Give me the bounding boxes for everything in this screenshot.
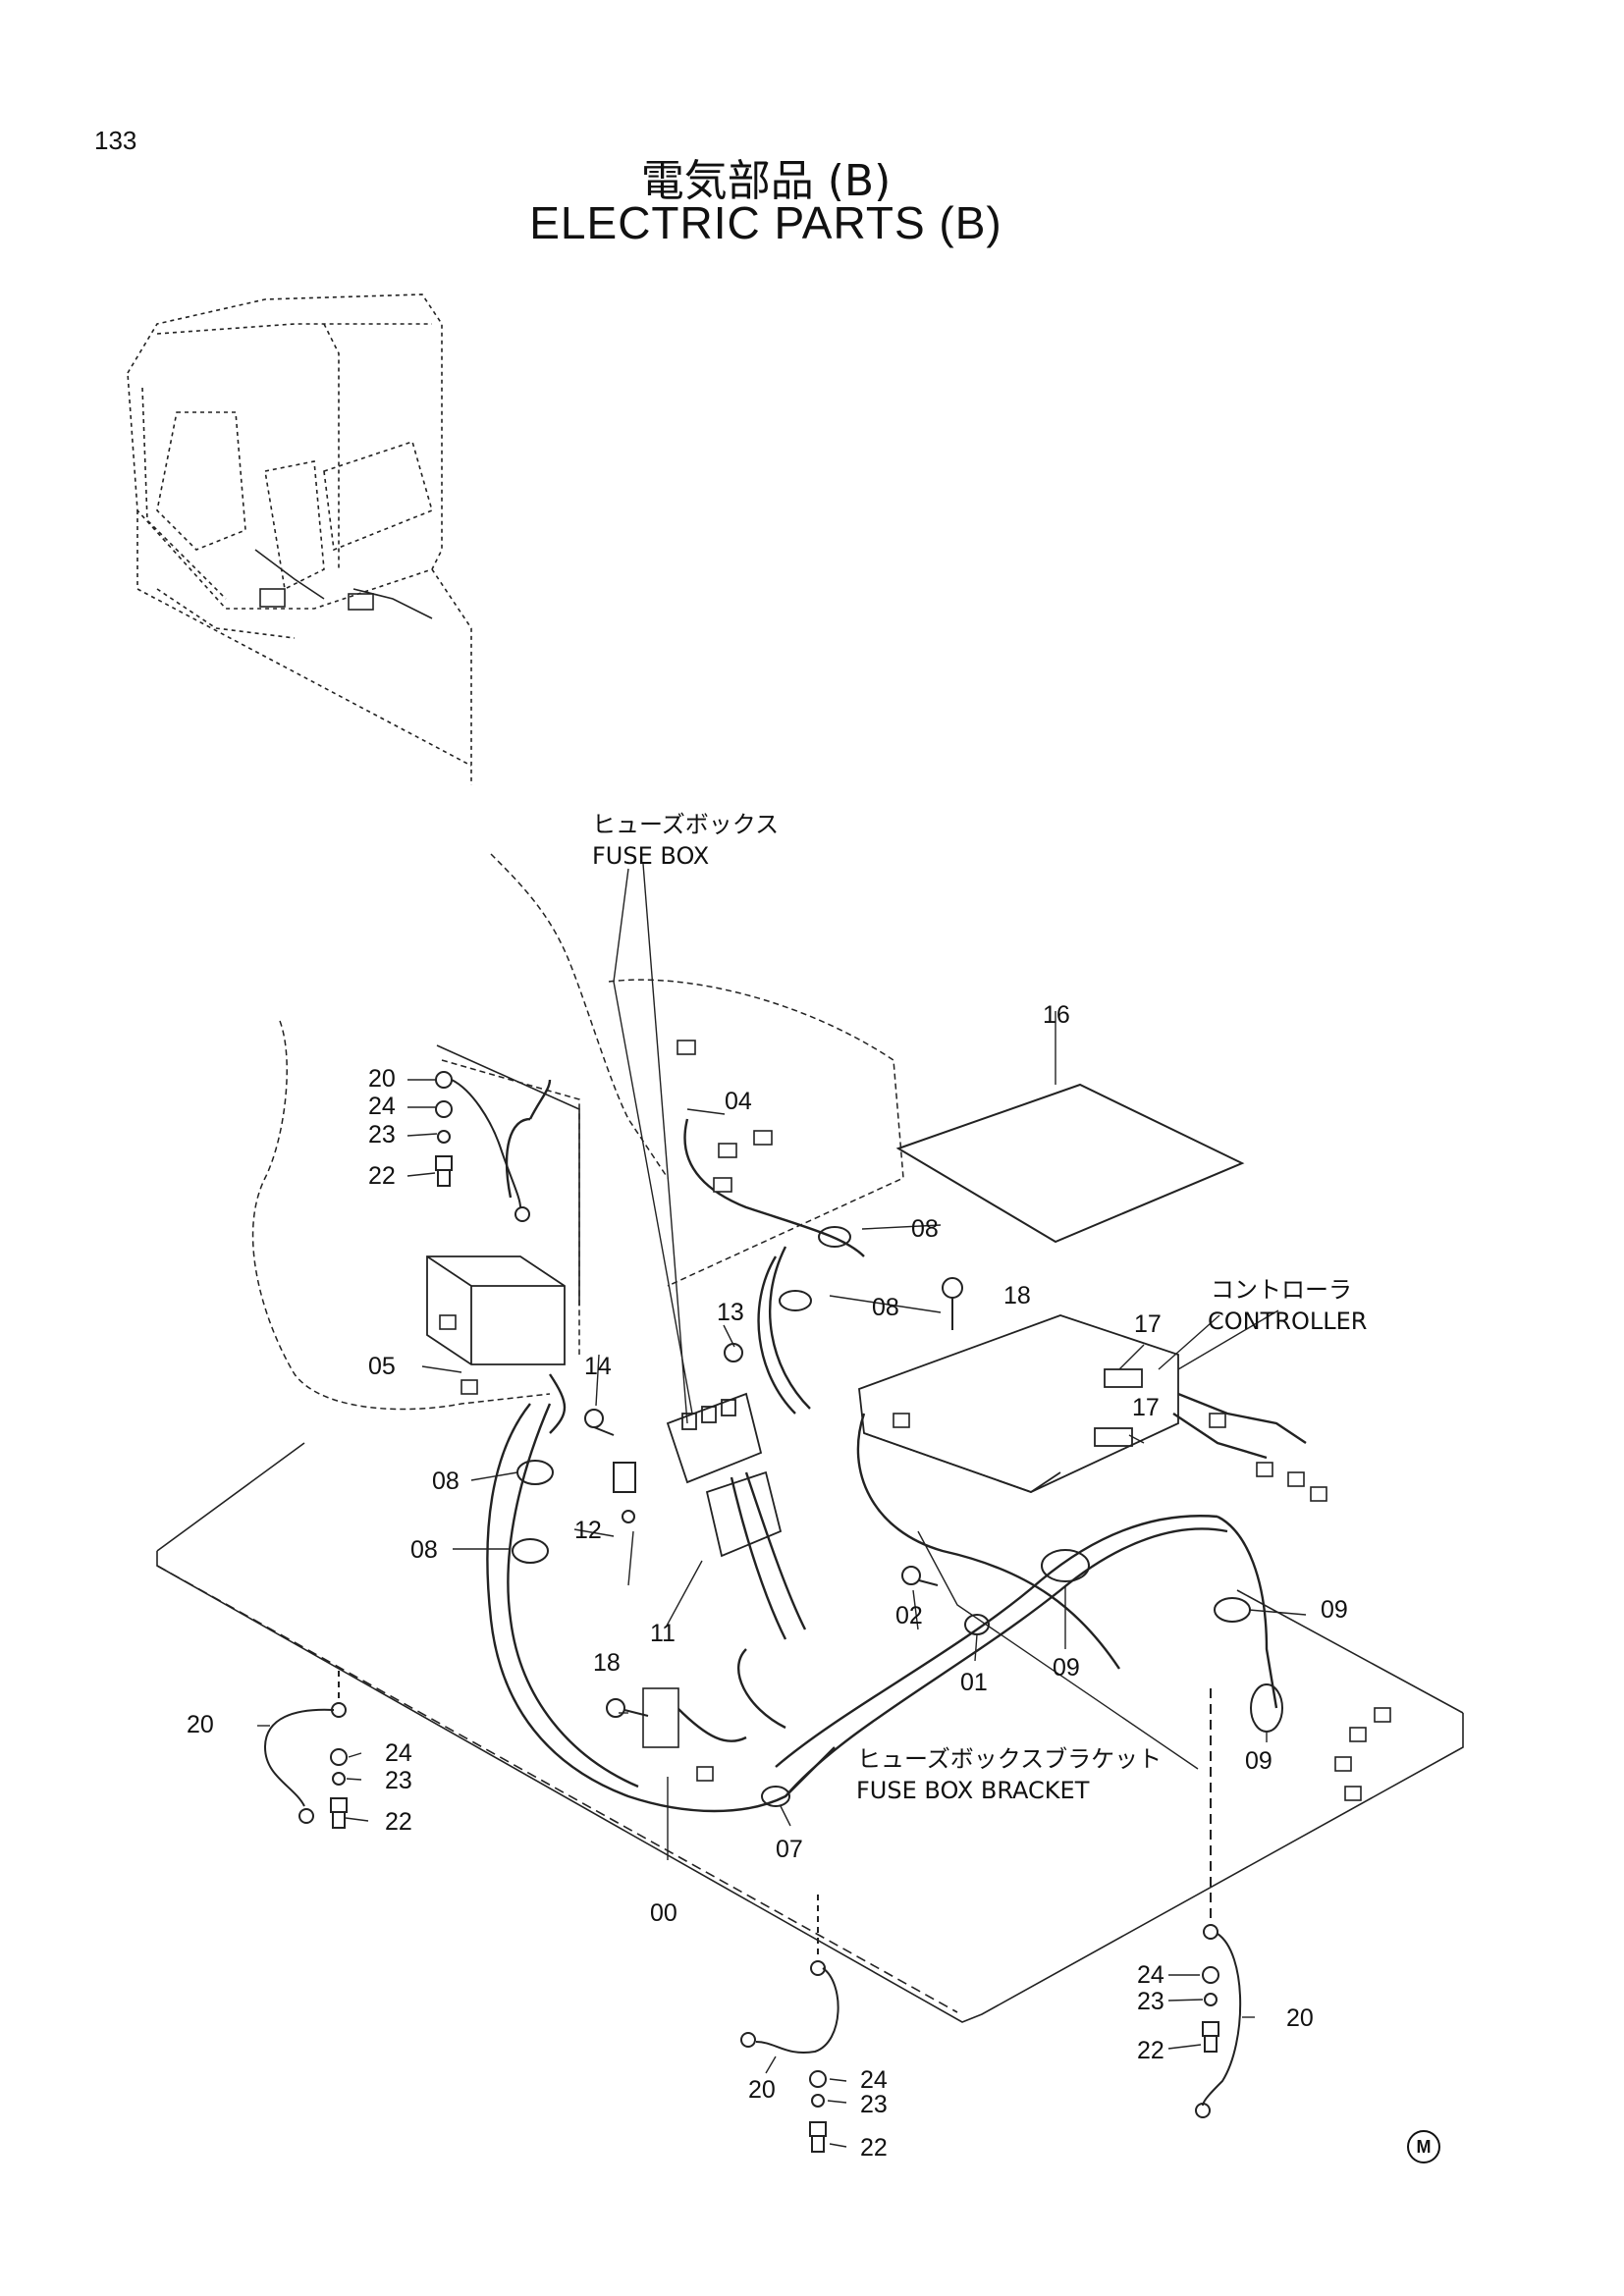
harness-clamps [512, 1226, 1283, 1807]
ground-cable-right [1195, 1688, 1242, 2118]
part-number-22: 22 [385, 1808, 412, 1836]
title-english: ELECTRIC PARTS (B) [529, 197, 1002, 248]
part-number-23: 23 [860, 2091, 888, 2118]
part-number-23: 23 [368, 1121, 396, 1148]
fuse-box-bracket-label-ja: ヒューズボックスブラケット [857, 1745, 1163, 1773]
part-number-22: 22 [1137, 2037, 1164, 2064]
fuse-box-label-en: FUSE BOX [592, 842, 710, 870]
manufacturer-mark-icon: M [1407, 2130, 1440, 2163]
part-number-02: 02 [895, 1602, 923, 1629]
part-number-17: 17 [1134, 1310, 1162, 1338]
controller-box [858, 1314, 1179, 1493]
part-number-20: 20 [368, 1065, 396, 1093]
part-number-09: 09 [1321, 1596, 1348, 1624]
part-number-05: 05 [368, 1353, 396, 1380]
fuse-box-bracket [705, 1470, 783, 1558]
title-japanese: 電気部品 (B) [640, 156, 892, 206]
part-number-24: 24 [1137, 1961, 1164, 1989]
ground-cable-left-upper [435, 1071, 530, 1222]
part-number-04: 04 [725, 1088, 752, 1115]
part-number-01: 01 [960, 1669, 988, 1696]
part-number-20: 20 [1286, 2004, 1314, 2032]
part-number-11: 11 [650, 1620, 676, 1647]
part-number-20: 20 [748, 2076, 776, 2104]
part-number-24: 24 [860, 2066, 888, 2094]
part-number-14: 14 [584, 1353, 612, 1380]
ground-cable-bottom-center [740, 1895, 839, 2153]
part-number-09: 09 [1053, 1654, 1080, 1682]
part-number-24: 24 [385, 1739, 412, 1767]
cab-overview-illustration [127, 294, 472, 785]
part-number-08: 08 [872, 1294, 899, 1321]
cab-wiring-detail [254, 549, 433, 619]
bracket-plate-outline [436, 1044, 580, 1306]
part-number-23: 23 [385, 1767, 412, 1794]
part-number-18: 18 [593, 1649, 621, 1677]
floor-plate-outline [156, 1442, 1464, 2023]
part-number-18: 18 [1003, 1282, 1031, 1309]
part-number-13: 13 [717, 1299, 744, 1326]
part-number-07: 07 [776, 1836, 803, 1863]
part-number-08: 08 [410, 1536, 438, 1564]
controller-label-ja: コントローラ [1211, 1276, 1352, 1304]
part-number-12: 12 [574, 1517, 602, 1544]
leader-lines [257, 863, 1307, 2148]
connectors [439, 1040, 1391, 1801]
seat-frame-outline [251, 853, 904, 1411]
main-wire-harness [486, 1079, 1307, 1813]
part-number-22: 22 [368, 1162, 396, 1190]
part-number-23: 23 [1137, 1988, 1164, 2015]
controller-label-en: CONTROLLER [1208, 1308, 1368, 1335]
part-number-08: 08 [911, 1215, 939, 1243]
screws-and-bolts [584, 1277, 963, 1718]
battery-box [426, 1255, 566, 1365]
part-number-22: 22 [860, 2134, 888, 2162]
ground-cable-left-lower [263, 1669, 348, 1829]
fuse-box [666, 1392, 763, 1484]
fuse-box-label-ja: ヒューズボックス [592, 811, 780, 838]
part-number-20: 20 [187, 1711, 214, 1738]
part-number-00: 00 [650, 1899, 677, 1927]
part-number-24: 24 [368, 1093, 396, 1120]
part-number-16: 16 [1043, 1001, 1070, 1029]
part-number-08: 08 [432, 1468, 460, 1495]
fuse-box-bracket-label-en: FUSE BOX BRACKET [856, 1777, 1090, 1804]
part-number-09: 09 [1245, 1747, 1272, 1775]
page-number: 133 [94, 126, 137, 155]
part-16-sheet [895, 1083, 1245, 1244]
part-number-17: 17 [1132, 1394, 1160, 1421]
